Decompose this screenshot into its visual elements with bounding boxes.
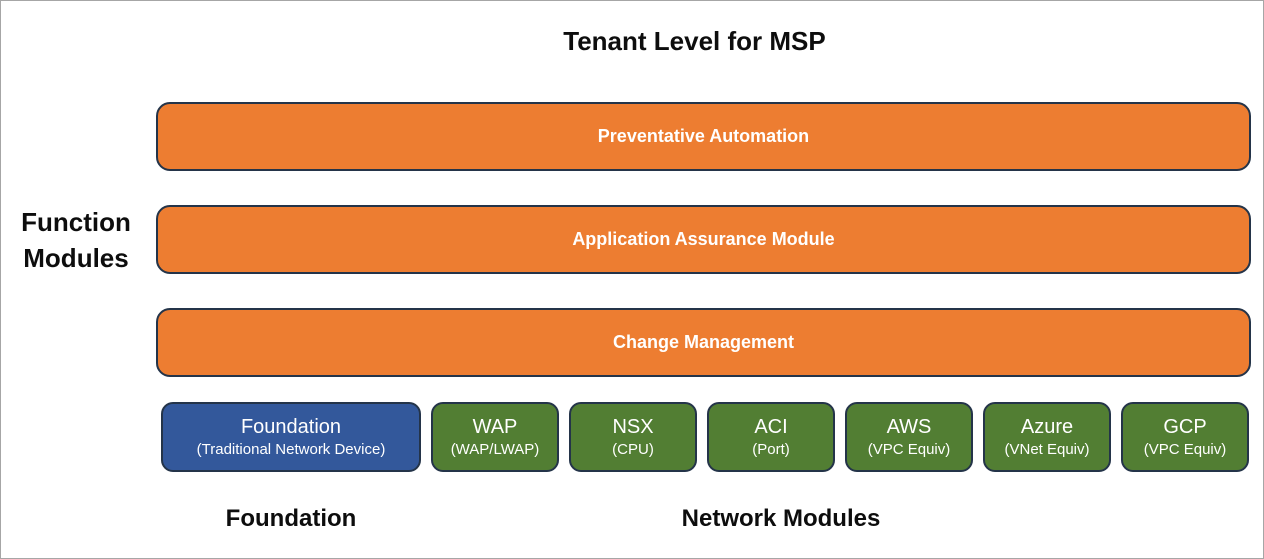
function-module-label: Preventative Automation [597,126,810,146]
module-subtitle: (VNet Equiv) [1004,441,1090,458]
network-module-nsx: NSX (CPU) [569,402,697,472]
function-module-change-management: Change Management [156,308,1251,377]
module-name: WAP [472,416,518,438]
network-module-wap: WAP (WAP/LWAP) [431,402,559,472]
module-name: ACI [754,416,788,438]
module-name: AWS [886,416,932,438]
module-name: Azure [1020,416,1074,438]
module-name: GCP [1163,416,1207,438]
module-subtitle: (Port) [752,441,790,458]
foundation-group-label: Foundation [225,505,357,532]
function-modules-side-label: Function Modules [21,207,131,273]
page-title: Tenant Level for MSP [563,26,826,56]
function-module-label: Application Assurance Module [572,229,835,249]
network-module-azure: Azure (VNet Equiv) [983,402,1111,472]
modules-row: Foundation (Traditional Network Device) … [161,402,1249,472]
module-subtitle: (VPC Equiv) [867,441,951,458]
network-module-aws: AWS (VPC Equiv) [845,402,973,472]
module-name: NSX [612,416,654,438]
network-module-gcp: GCP (VPC Equiv) [1121,402,1249,472]
foundation-module-box: Foundation (Traditional Network Device) [161,402,421,472]
network-module-aci: ACI (Port) [707,402,835,472]
module-name: Foundation [240,416,342,438]
module-subtitle: (Traditional Network Device) [196,441,386,458]
module-subtitle: (VPC Equiv) [1143,441,1227,458]
network-modules-group-label: Network Modules [681,505,881,532]
function-module-preventative-automation: Preventative Automation [156,102,1251,171]
function-module-application-assurance: Application Assurance Module [156,205,1251,274]
module-subtitle: (CPU) [612,441,654,458]
module-subtitle: (WAP/LWAP) [450,441,540,458]
function-module-label: Change Management [612,332,795,352]
